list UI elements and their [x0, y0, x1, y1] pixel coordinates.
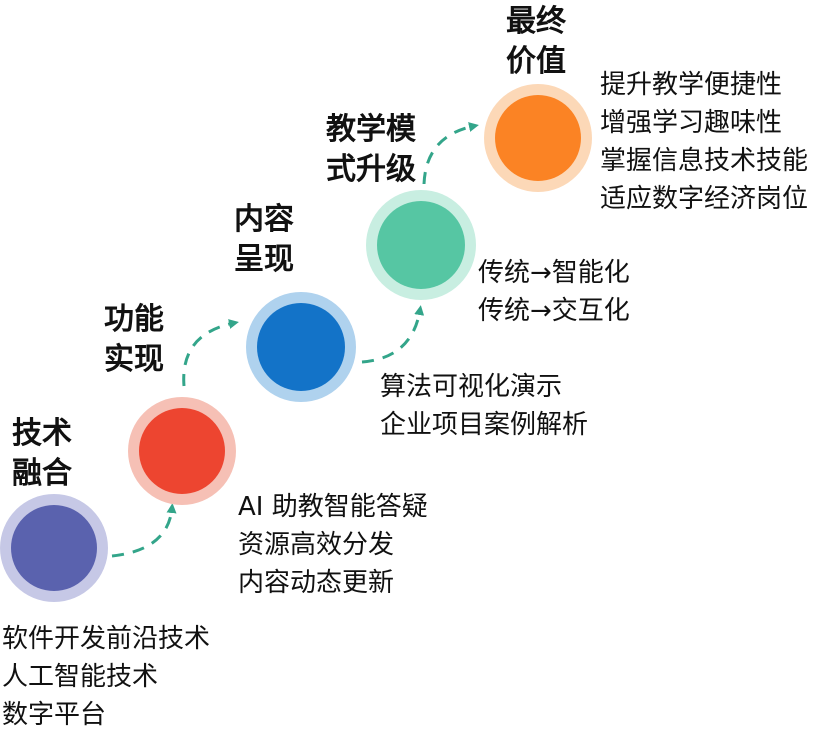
arrow-4-to-5	[422, 122, 479, 185]
stage-3-item: 企业项目案例解析	[380, 410, 589, 440]
stage-1-circle	[0, 494, 108, 602]
stage-2-title: 功能 实现	[104, 302, 164, 377]
stage-4-item: 传统→交互化	[478, 296, 630, 326]
stage-1-item: 软件开发前沿技术	[2, 624, 211, 654]
stage-5-item: 提升教学便捷性	[600, 70, 783, 100]
stage-4-title: 教学模 式升级	[326, 112, 416, 187]
stage-2-item: 内容动态更新	[238, 568, 395, 598]
stage-5-item: 适应数字经济岗位	[600, 184, 809, 214]
stage-4-item: 传统→智能化	[478, 258, 630, 288]
arrow-3-to-4	[361, 305, 425, 364]
stage-5-item: 掌握信息技术技能	[600, 146, 809, 176]
stage-2-circle	[128, 397, 236, 505]
stage-3-circle	[246, 292, 356, 402]
stage-5-circle	[484, 84, 592, 192]
stage-3-title: 内容 呈现	[234, 202, 294, 277]
stage-2-item: 资源高效分发	[238, 530, 395, 560]
arrow-1-to-2	[111, 503, 177, 558]
stage-1-item: 人工智能技术	[2, 662, 159, 692]
stage-1-title: 技术 融合	[12, 416, 72, 491]
stage-3-items: 算法可视化演示 企业项目案例解析	[380, 368, 588, 444]
arrow-2-to-3	[182, 319, 239, 387]
stage-1-item: 数字平台	[2, 700, 107, 730]
stage-4-circle	[366, 190, 476, 300]
stage-3-item: 算法可视化演示	[380, 372, 563, 402]
stage-5-item: 增强学习趣味性	[600, 108, 783, 138]
stage-2-items: AI 助教智能答疑 资源高效分发 内容动态更新	[238, 488, 428, 602]
stage-4-items: 传统→智能化 传统→交互化	[478, 254, 630, 330]
stage-1-items: 软件开发前沿技术 人工智能技术 数字平台	[2, 620, 210, 734]
stage-5-items: 提升教学便捷性 增强学习趣味性 掌握信息技术技能 适应数字经济岗位	[600, 66, 808, 218]
stage-5-title: 最终 价值	[506, 4, 566, 79]
stage-2-item: AI 助教智能答疑	[238, 492, 428, 522]
